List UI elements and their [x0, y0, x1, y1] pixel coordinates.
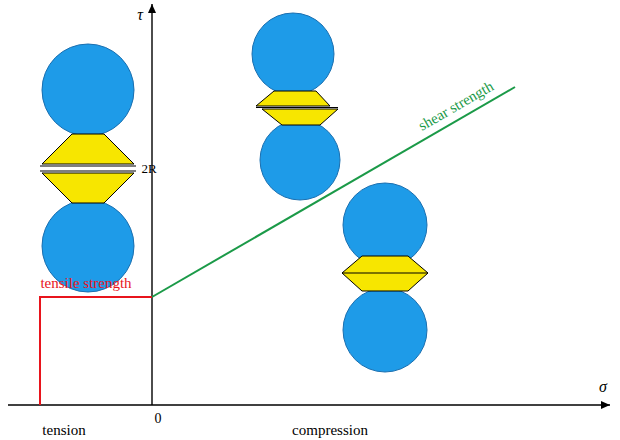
shear-particle-pair [252, 13, 340, 200]
sigma-axis [8, 404, 610, 405]
bond-crack [40, 165, 136, 166]
bond-half [42, 134, 134, 164]
bond-crack [40, 170, 136, 171]
bond-half [262, 109, 338, 125]
particle [260, 120, 340, 200]
region-label: compression [292, 422, 368, 439]
origin-label: 0 [155, 411, 162, 426]
strength-label: tensile strength [40, 275, 131, 292]
particle [252, 13, 334, 95]
axis-label: σ [599, 378, 607, 396]
bond-half [42, 173, 134, 203]
strength-label: shear strength [416, 78, 497, 134]
compression-particle-pair [342, 183, 428, 372]
region-label: tension [42, 422, 85, 439]
dimension-label: 2R [141, 162, 156, 176]
tension-particle-pair [40, 44, 136, 292]
axis-label: τ [137, 6, 143, 24]
particle [42, 44, 134, 136]
shear-strength-line [152, 87, 515, 297]
tau-axis [151, 4, 152, 405]
bond-half [256, 91, 330, 106]
bond-interface [342, 273, 428, 274]
particle [343, 288, 427, 372]
bond [342, 256, 428, 291]
particle [343, 183, 427, 267]
tensile-strength-line [40, 297, 152, 405]
bond-crack [256, 107, 338, 108]
